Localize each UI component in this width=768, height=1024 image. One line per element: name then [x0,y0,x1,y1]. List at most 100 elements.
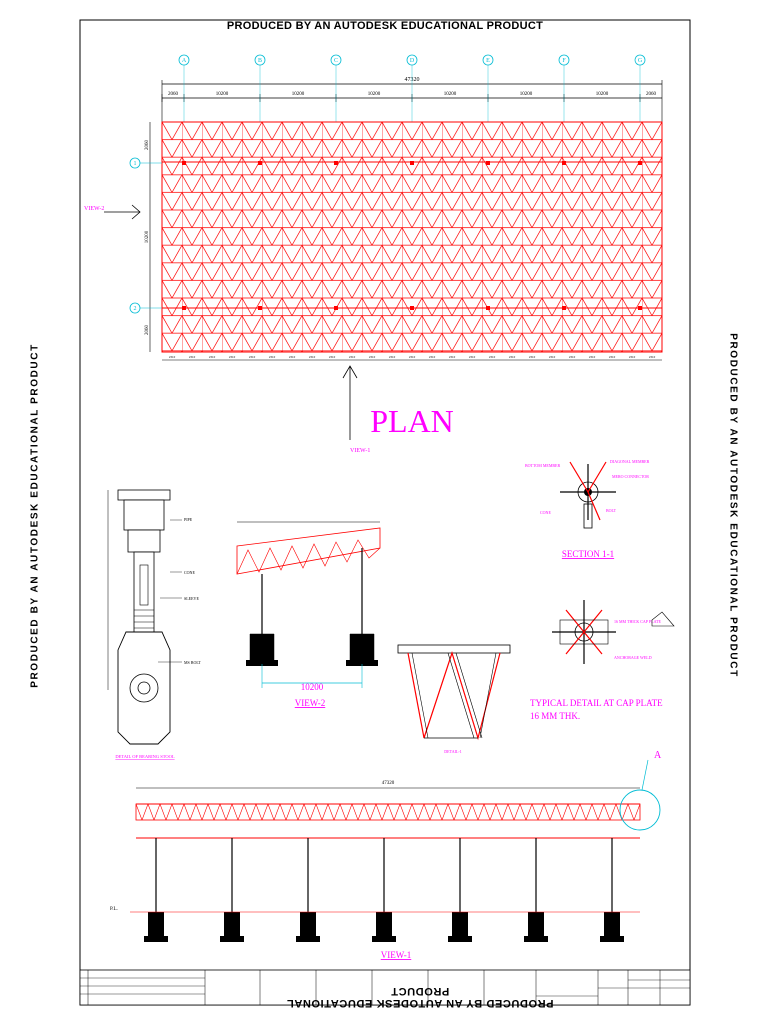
truss-detail: DETAIL-1 [397,644,511,754]
svg-text:DETAIL OF BEARING STOOL: DETAIL OF BEARING STOOL [115,754,175,759]
module-dim: 2310 [289,355,296,359]
svg-text:MS BOLT: MS BOLT [184,660,201,665]
pedestal-detail: PIPE CONE SLEEVE MS BOLT DETAIL OF BEARI… [107,489,201,759]
plan-title: PLAN [370,403,454,439]
cap-plate-title: TYPICAL DETAIL AT CAP PLATE [530,698,663,708]
cap-plate-thickness: 16 MM THK. [530,711,580,721]
view1-title: VIEW-1 [381,950,412,960]
view2-title: VIEW-2 [295,698,326,708]
column-node [638,306,642,310]
column-node [334,306,338,310]
module-dim: 2310 [569,355,576,359]
column-node [638,161,642,165]
footing [300,912,316,938]
module-dim: 2310 [229,355,236,359]
svg-text:MERO CONNECTOR: MERO CONNECTOR [612,474,649,479]
column-node [334,161,338,165]
view1-arrow [342,365,358,440]
elevation-overall-dim: 47320 [382,781,395,786]
watermark-left: PRODUCED BY AN AUTODESK EDUCATIONAL PROD… [29,343,41,688]
column-node [562,306,566,310]
svg-text:PIPE: PIPE [184,517,193,522]
footing [376,912,392,938]
cap-plate-detail: 16 MM THICK CAP PLATE ANCHORAGE WELD TYP… [530,600,675,721]
footing [224,912,240,938]
module-dimensions: 2310 2310 2310 2310 2310 2310 2310 2310 2310 2310… [169,355,656,359]
module-dim: 2310 [329,355,336,359]
module-dim: 2310 [589,355,596,359]
column-node [258,306,262,310]
column-node [410,161,414,165]
svg-text:DIAGONAL MEMBER: DIAGONAL MEMBER [610,459,650,464]
detail-a-label: A [654,750,662,761]
section-1-1-detail: BOTTOM MEMBER DIAGONAL MEMBER MERO CONNE… [525,459,650,559]
module-dim: 2310 [309,355,316,359]
detail-a-callout [619,789,661,831]
svg-text:BOLT: BOLT [606,508,617,513]
bay-dim-2: 10200 [292,92,305,97]
grid-label-c: C [334,58,338,64]
column-node [182,306,186,310]
module-dim: 2310 [489,355,496,359]
svg-text:CONE: CONE [184,570,195,575]
module-dim: 2310 [469,355,476,359]
elevation-columns [144,838,624,942]
module-dim: 2310 [549,355,556,359]
column-node [486,306,490,310]
grid-label-f: F [562,58,566,64]
module-dim: 2310 [529,355,536,359]
section-title: SECTION 1-1 [562,549,614,559]
view2-arrow [104,204,141,220]
module-dim: 2310 [429,355,436,359]
footing [452,912,468,938]
module-dim: 2310 [269,355,276,359]
bay-dim-1: 10200 [216,92,229,97]
view2-elevation: 10200 VIEW-2 [236,521,381,708]
module-dim: 2310 [249,355,256,359]
bay-dim-3: 10200 [368,92,381,97]
module-dim: 2310 [169,355,176,359]
svg-text:BOTTOM MEMBER: BOTTOM MEMBER [525,463,560,468]
module-dim: 2310 [369,355,376,359]
module-dim: 2310 [189,355,196,359]
module-dim: 2310 [649,355,656,359]
view1-elevation: 47320 P.L. A VIEW-1 [110,750,662,960]
side-dim-3: 2060 [145,325,150,336]
module-dim: 2310 [509,355,516,359]
bay-dim-0: 2060 [168,92,179,97]
column-node [182,161,186,165]
view2-span: 10200 [301,682,324,692]
svg-text:CONE: CONE [540,510,551,515]
side-dim-1: 2060 [145,140,150,151]
module-dim: 2310 [609,355,616,359]
watermark-bottom: PRODUCED BY AN AUTODESK EDUCATIONAL PROD… [286,985,554,1009]
column-nodes [182,161,642,310]
watermark-right: PRODUCED BY AN AUTODESK EDUCATIONAL PROD… [727,333,739,678]
svg-text:ANCHORAGE WELD: ANCHORAGE WELD [614,655,652,660]
grid-label-b: B [258,58,262,64]
module-dim: 2310 [209,355,216,359]
module-dim: 2310 [349,355,356,359]
footing [604,912,620,938]
column-node [486,161,490,165]
bay-dim-4: 10200 [444,92,457,97]
plinth-level-label: P.L. [110,907,118,912]
module-dim: 2310 [389,355,396,359]
grid-label-g: G [638,58,643,64]
module-dim: 2310 [629,355,636,359]
bay-dim-6: 10200 [596,92,609,97]
space-frame-grid [161,121,663,353]
title-block [79,969,691,1006]
svg-text:1: 1 [134,161,137,167]
bay-dim-7: 2060 [646,92,657,97]
module-dim: 2310 [449,355,456,359]
svg-text:SLEEVE: SLEEVE [184,596,199,601]
column-node [562,161,566,165]
watermark-top: PRODUCED BY AN AUTODESK EDUCATIONAL PROD… [226,20,544,32]
side-dim-2: 10200 [145,230,150,243]
